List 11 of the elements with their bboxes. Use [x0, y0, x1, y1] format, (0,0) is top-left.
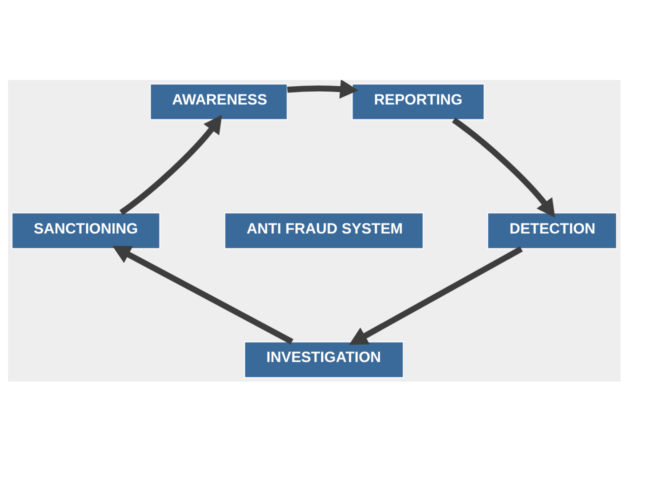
- node-box: REPORTING: [352, 82, 485, 120]
- arrow: [112, 245, 294, 344]
- arrow: [287, 80, 358, 98]
- node-box: INVESTIGATION: [244, 340, 404, 378]
- arrow: [349, 246, 523, 344]
- node-box: ANTI FRAUD SYSTEM: [224, 212, 424, 249]
- node-box: AWARENESS: [150, 82, 288, 120]
- node-box: DETECTION: [487, 212, 618, 249]
- arrow: [452, 117, 556, 218]
- node-box: SANCTIONING: [11, 212, 160, 249]
- arrow: [119, 114, 222, 215]
